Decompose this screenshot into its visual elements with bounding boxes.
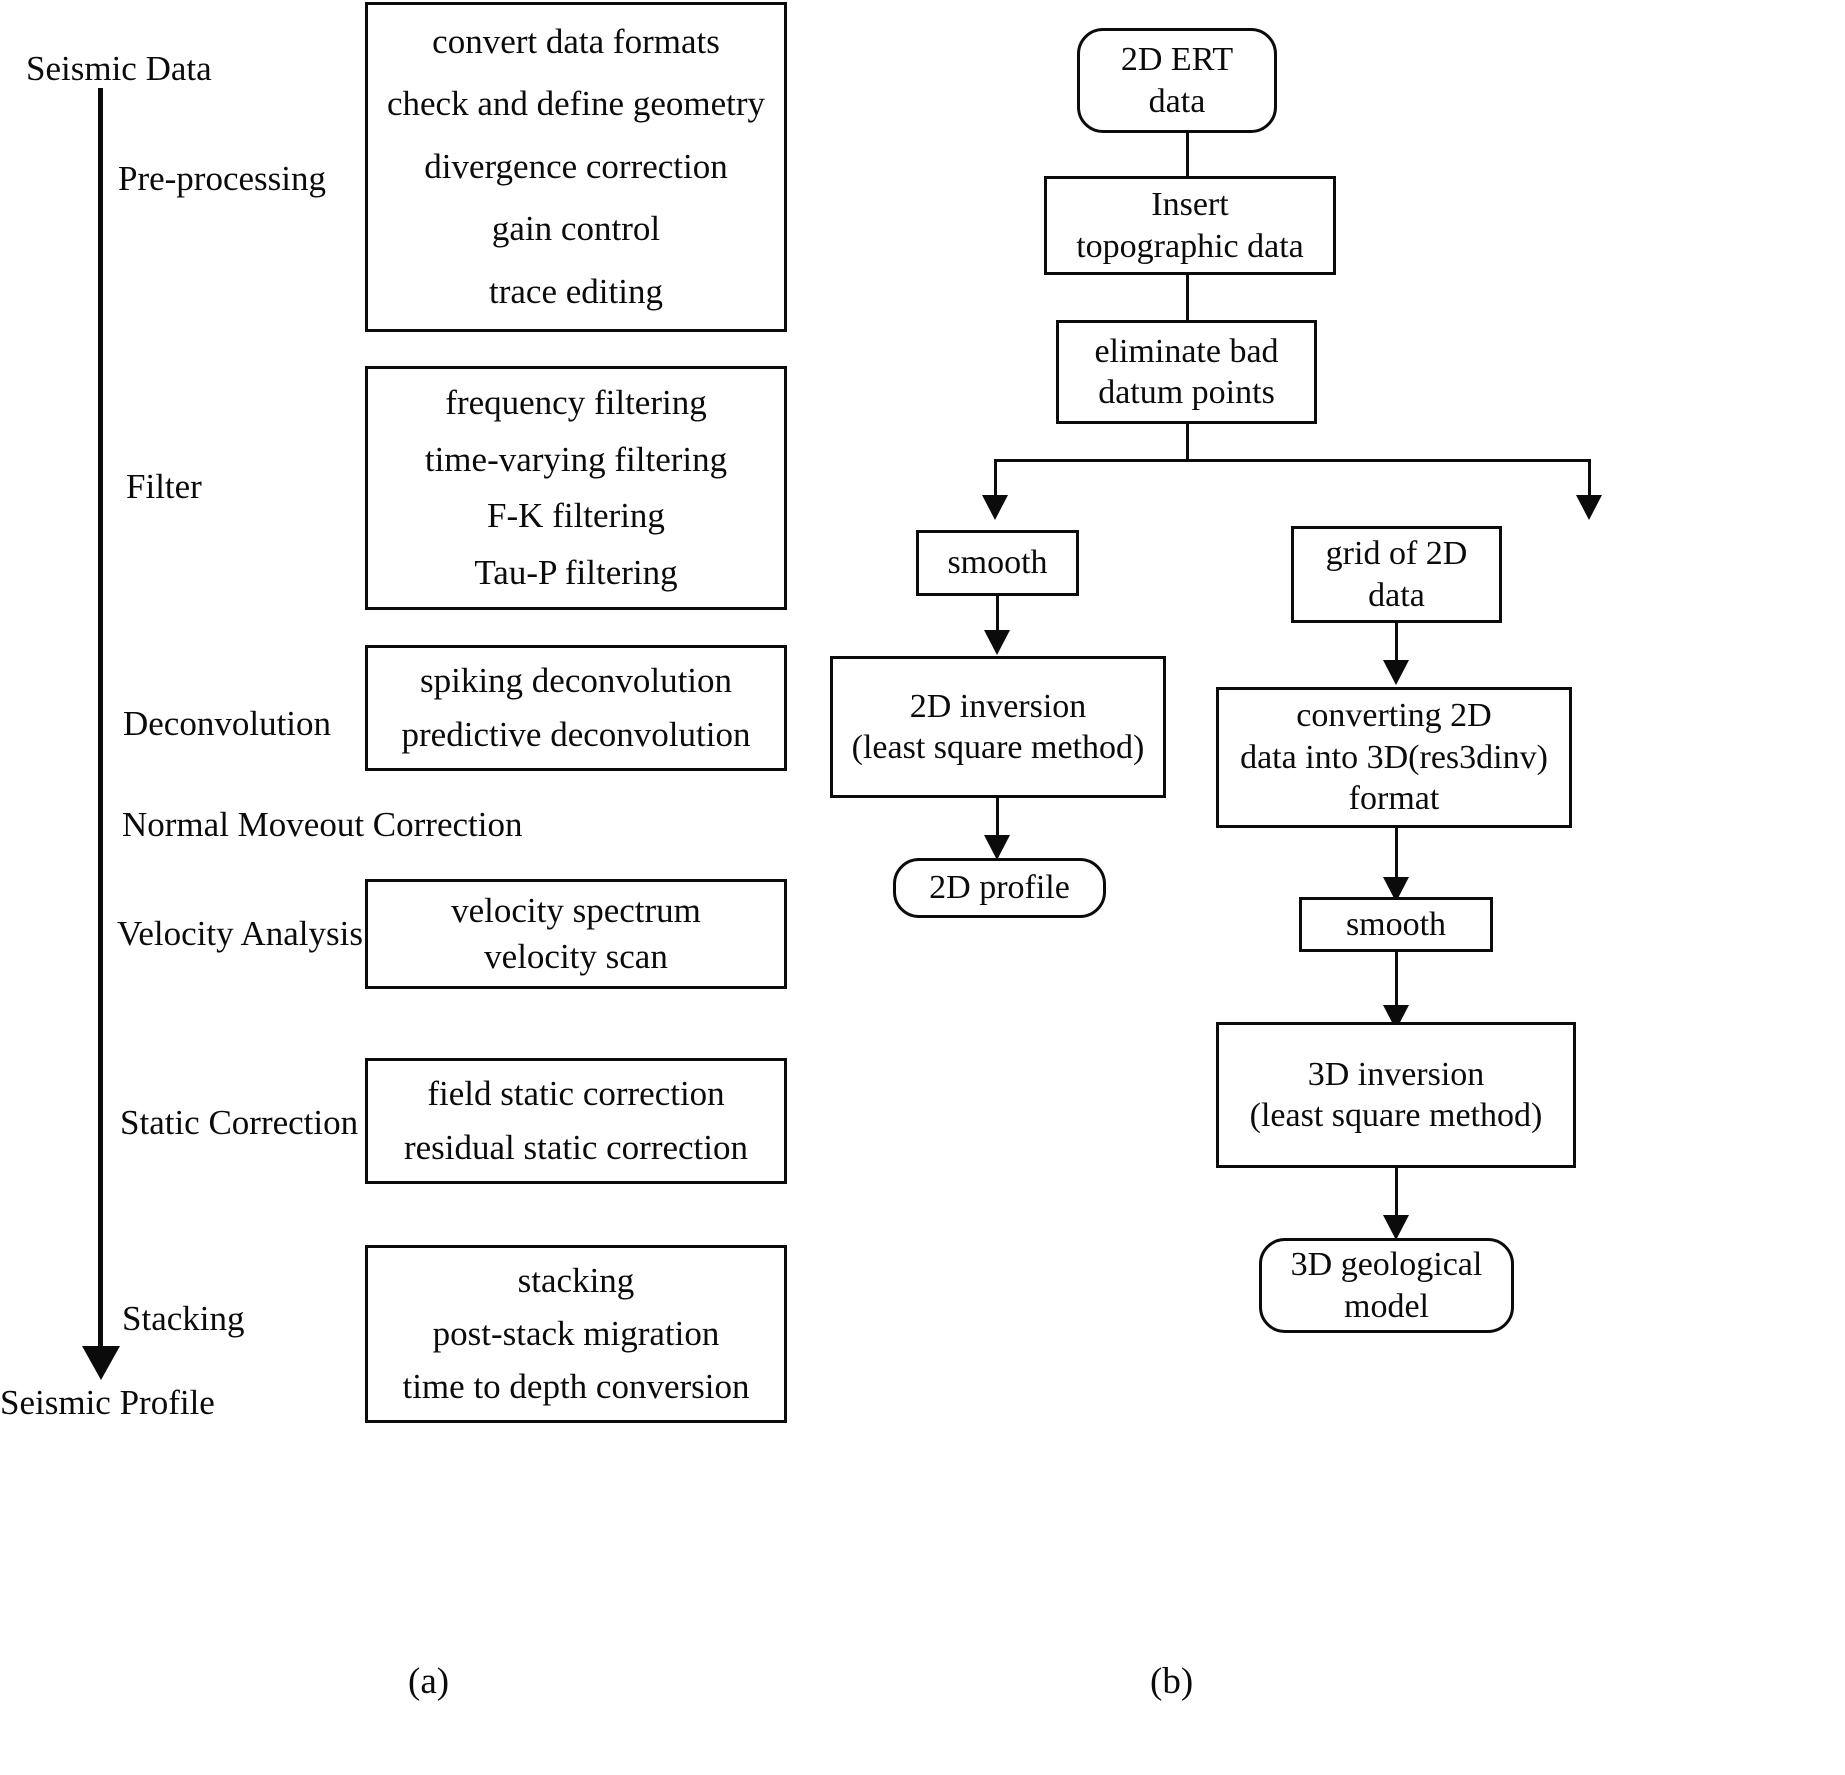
- edge-grid-to-converting: [1395, 623, 1398, 665]
- operation-item: field static correction: [427, 1073, 725, 1113]
- operation-item: stacking: [517, 1260, 635, 1300]
- operation-item: frequency filtering: [445, 383, 707, 423]
- edge-converting-to-smooth: [1395, 828, 1398, 890]
- edge-2d-inversion-to-profile: [996, 798, 999, 846]
- node-3d-inversion: 3D inversion(least square method): [1216, 1022, 1576, 1168]
- node-2d-inversion: 2D inversion(least square method): [830, 656, 1166, 798]
- workflow-spine-line: [98, 88, 103, 1360]
- edge-3d-inversion-to-model-arrow-icon: [1383, 1215, 1409, 1240]
- stage-label-deconvolution: Deconvolution: [123, 704, 332, 743]
- node-smooth-right: smooth: [1299, 897, 1493, 952]
- node-smooth-left: smooth: [916, 530, 1079, 596]
- operation-item: time-varying filtering: [424, 439, 728, 479]
- edge-eliminate-split-stem: [1186, 424, 1189, 461]
- operation-item: divergence correction: [424, 146, 728, 186]
- operations-box-deconvolution: spiking deconvolution predictive deconvo…: [365, 645, 787, 771]
- edge-split-right-drop: [1588, 459, 1591, 502]
- edge-ert-to-insert: [1186, 133, 1189, 176]
- node-label: smooth: [1345, 905, 1447, 943]
- operation-item: residual static correction: [403, 1127, 749, 1167]
- panel-a-caption: (a): [408, 1661, 450, 1702]
- operation-item: time to depth conversion: [402, 1367, 750, 1407]
- workflow-spine-arrow-icon: [82, 1346, 120, 1380]
- operation-item: convert data formats: [432, 22, 720, 62]
- stage-label-normal-moveout-correction: Normal Moveout Correction: [122, 805, 523, 844]
- operation-item: spiking deconvolution: [419, 660, 733, 700]
- operation-item: trace editing: [489, 271, 663, 311]
- stage-label-velocity-analysis: Velocity Analysis: [117, 914, 363, 953]
- node-label: 2D profile: [929, 869, 1070, 907]
- edge-insert-to-eliminate: [1186, 275, 1189, 320]
- edge-smooth-to-2d-inversion: [996, 596, 999, 636]
- node-2d-profile: 2D profile: [893, 858, 1106, 918]
- stage-label-static-correction: Static Correction: [120, 1103, 359, 1142]
- operation-item: check and define geometry: [386, 84, 765, 124]
- edge-split-left-arrow-icon: [982, 495, 1008, 520]
- seismic-data-start-label: Seismic Data: [26, 49, 212, 88]
- operations-box-static-correction: field static correction residual static …: [365, 1058, 787, 1184]
- node-label: 3D inversion(least square method): [1249, 1055, 1543, 1134]
- operation-item: F-K filtering: [487, 496, 665, 536]
- operations-box-pre-processing: convert data formats check and define ge…: [365, 2, 787, 332]
- edge-grid-to-converting-arrow-icon: [1383, 660, 1409, 685]
- operation-item: velocity scan: [484, 936, 668, 976]
- operations-box-velocity-analysis: velocity spectrum velocity scan: [365, 879, 787, 989]
- operation-item: velocity spectrum: [451, 890, 701, 930]
- edge-eliminate-split-bar: [994, 459, 1591, 462]
- operation-item: Tau-P filtering: [474, 552, 678, 592]
- stage-label-filter: Filter: [126, 467, 202, 506]
- panel-b-caption: (b): [1150, 1661, 1194, 1702]
- operation-item: predictive deconvolution: [401, 714, 751, 754]
- edge-split-right-arrow-icon: [1576, 495, 1602, 520]
- stage-label-pre-processing: Pre-processing: [118, 159, 327, 198]
- edge-2d-inversion-to-profile-arrow-icon: [984, 835, 1010, 860]
- node-label: smooth: [947, 544, 1048, 582]
- operation-item: gain control: [491, 209, 661, 249]
- edge-smooth-to-2d-inversion-arrow-icon: [984, 630, 1010, 655]
- edge-smooth-to-3d-inversion: [1395, 952, 1398, 1018]
- node-label: 2D inversion(least square method): [851, 687, 1145, 766]
- stage-label-stacking: Stacking: [122, 1299, 245, 1338]
- operation-item: post-stack migration: [432, 1313, 720, 1353]
- edge-3d-inversion-to-model: [1395, 1168, 1398, 1228]
- seismic-profile-end-label: Seismic Profile: [0, 1383, 215, 1422]
- operations-box-filter: frequency filtering time-varying filteri…: [365, 366, 787, 610]
- edge-split-left-drop: [994, 459, 997, 502]
- operations-box-stacking: stacking post-stack migration time to de…: [365, 1245, 787, 1423]
